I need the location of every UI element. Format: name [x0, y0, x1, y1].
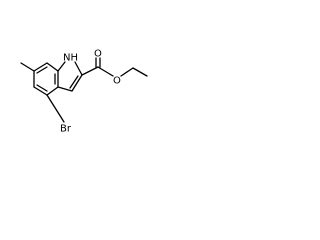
chemical-structure-diagram: NH Br O O — [20, 47, 148, 135]
bond-c2-carbonyl — [81, 66, 99, 76]
bond-c7a-n1 — [57, 61, 66, 72]
ester-oxygen-label-background — [112, 74, 122, 86]
bond-c7-c6-inner — [36, 66, 48, 74]
bond-c2-c3-inner — [69, 75, 79, 89]
nh-label: NH — [63, 53, 78, 64]
bond-c7a-c7 — [46, 62, 59, 72]
ester-oxygen-label: O — [113, 76, 121, 87]
bond-o-ethyl-ch2 — [120, 67, 134, 77]
bond-c3-c3a — [57, 86, 73, 92]
bond-carbonyl-o-ester — [97, 66, 114, 77]
nh-label-background — [62, 51, 78, 63]
bond-c5-c4-inner — [36, 84, 48, 92]
carbonyl-oxygen-label: O — [94, 49, 102, 60]
bond-ethyl-ch2-ch3 — [132, 67, 148, 77]
bond-c7-c6 — [33, 62, 48, 72]
bond-c6-methyl — [20, 62, 35, 72]
carbonyl-oxygen-label-background — [93, 47, 103, 59]
bond-c4-c3a — [46, 86, 59, 96]
br-label-background — [59, 122, 74, 134]
br-label: Br — [60, 124, 72, 135]
bond-c4-br — [46, 94, 65, 123]
bond-n1-c2 — [74, 61, 83, 76]
bond-c2-c3 — [71, 74, 83, 92]
bond-c5-c4 — [33, 86, 48, 96]
